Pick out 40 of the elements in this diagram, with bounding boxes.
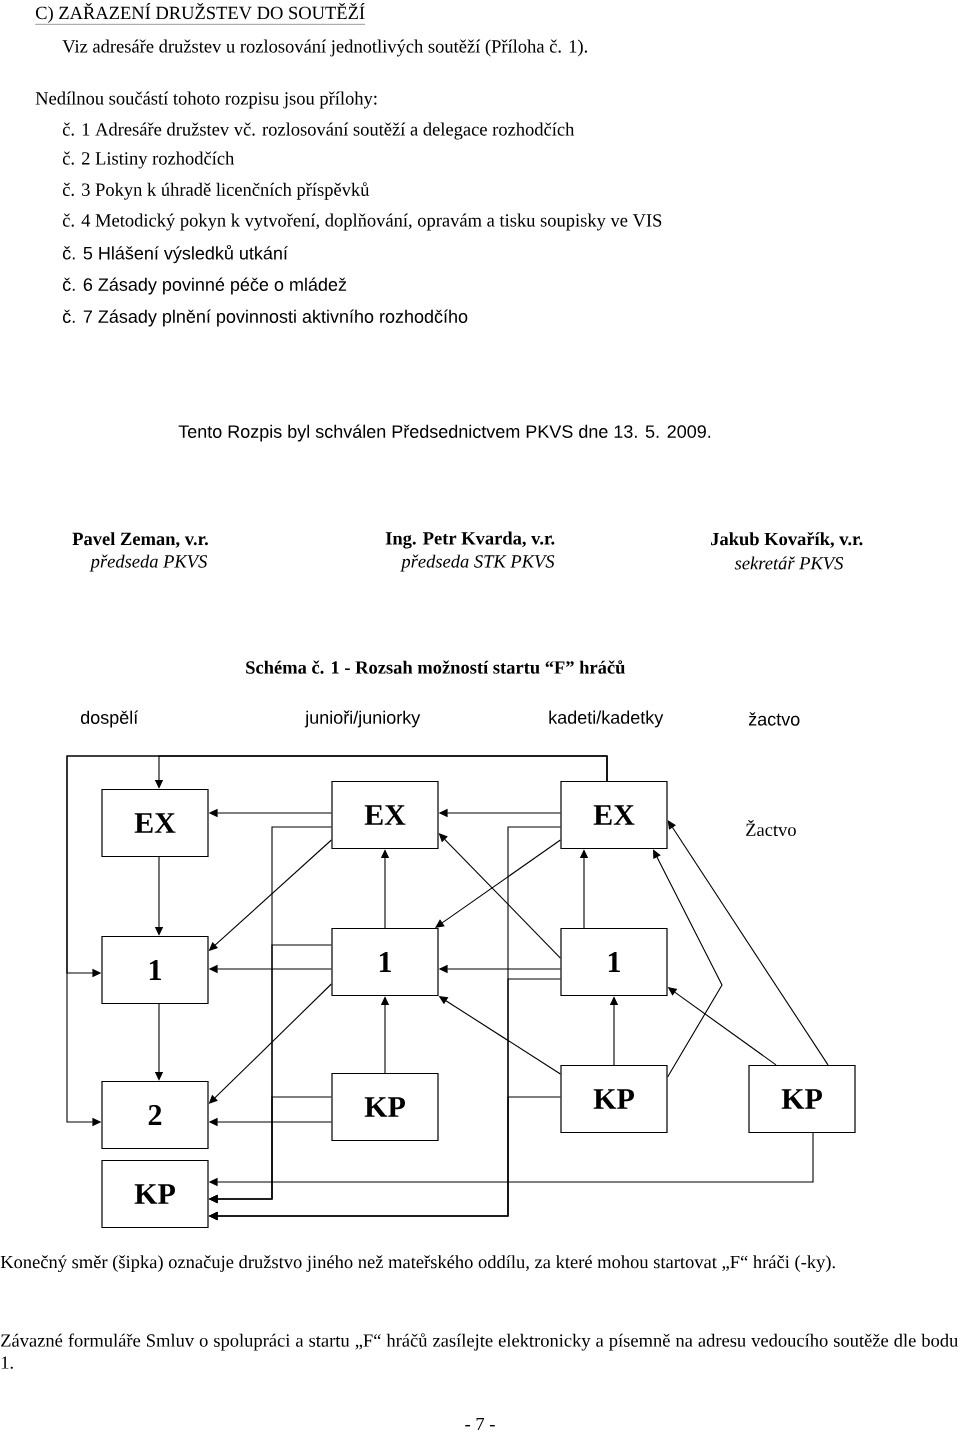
paragraph: Viz adresáře družstev u rozlosování jednotlivých soutěží (Příloha č. 1).	[62, 39, 587, 57]
signature-name: Jakub Kovařík, v.r.	[711, 532, 863, 548]
box: KP	[331, 1072, 439, 1142]
page-number: - 7 -	[465, 1417, 495, 1431]
signature-name: Ing. Petr Kvarda, v.r.	[385, 531, 555, 549]
signature-name: Pavel Zeman, v.r.	[72, 532, 208, 548]
box: 1	[101, 935, 209, 1005]
box: KP	[101, 1159, 209, 1229]
column-header: kadeti/kadetky	[549, 710, 664, 728]
note-text: Závazné formuláře Smluv o spolupráci a startu „F“ hráčů zasílejte elektronicky a písemně na adresu vedoucího soutěže dle bodu 1.	[1, 1333, 958, 1369]
list-item: č. 2 Listiny rozhodčích	[62, 151, 235, 169]
section-heading: C) ZAŘAZENÍ DRUŽSTEV DO SOUTĚŽÍ	[35, 3, 366, 25]
column-header: junioři/juniorky	[304, 710, 421, 728]
diagram-title: Schéma č. 1 - Rozsah možností startu “F” hráčů	[246, 660, 625, 674]
list-item: č. 6 Zásady povinné péče o mládež	[62, 277, 347, 295]
box: EX	[101, 788, 209, 858]
box: EX	[560, 780, 668, 850]
signature-role: předseda STK PKVS	[400, 554, 555, 572]
list-item: č. 4 Metodický pokyn k vytvoření, doplňování, opravám a tisku soupisky ve VIS	[62, 213, 662, 231]
list-item: č. 5 Hlášení výsledků utkání	[62, 244, 288, 264]
arrow	[653, 849, 723, 1078]
box: EX	[331, 780, 439, 850]
signature-role: předseda PKVS	[89, 554, 208, 572]
box: 1	[560, 927, 668, 997]
column-header: žactvo	[748, 712, 800, 726]
arrow	[435, 839, 561, 928]
box: KP	[748, 1064, 856, 1134]
approval-note: Tento Rozpis byl schválen Předsednictvem PKVS dne 13. 5. 2009.	[178, 424, 711, 442]
row-label: Žactvo	[746, 820, 796, 837]
box: KP	[560, 1064, 668, 1134]
box: 2	[101, 1080, 209, 1150]
list-item: č. 7 Zásady plnění povinnosti aktivního rozhodčího	[62, 309, 468, 327]
list-item: č. 1 Adresáře družstev vč. rozlosování soutěží a delegace rozhodčích	[62, 122, 575, 140]
arrow	[667, 820, 829, 1066]
paragraph: Nedílnou součástí tohoto rozpisu jsou přílohy:	[35, 91, 377, 109]
box: 1	[331, 927, 439, 997]
note-text: Konečný směr (šipka) označuje družstvo jiného než mateřského oddílu, za které mohou startovat „F“ hráči (-ky).	[0, 1255, 835, 1273]
list-item: č. 3 Pokyn k úhradě licenčních příspěvků	[62, 182, 370, 200]
column-header: dospělí	[80, 710, 139, 728]
signature-role: sekretář PKVS	[734, 556, 844, 570]
